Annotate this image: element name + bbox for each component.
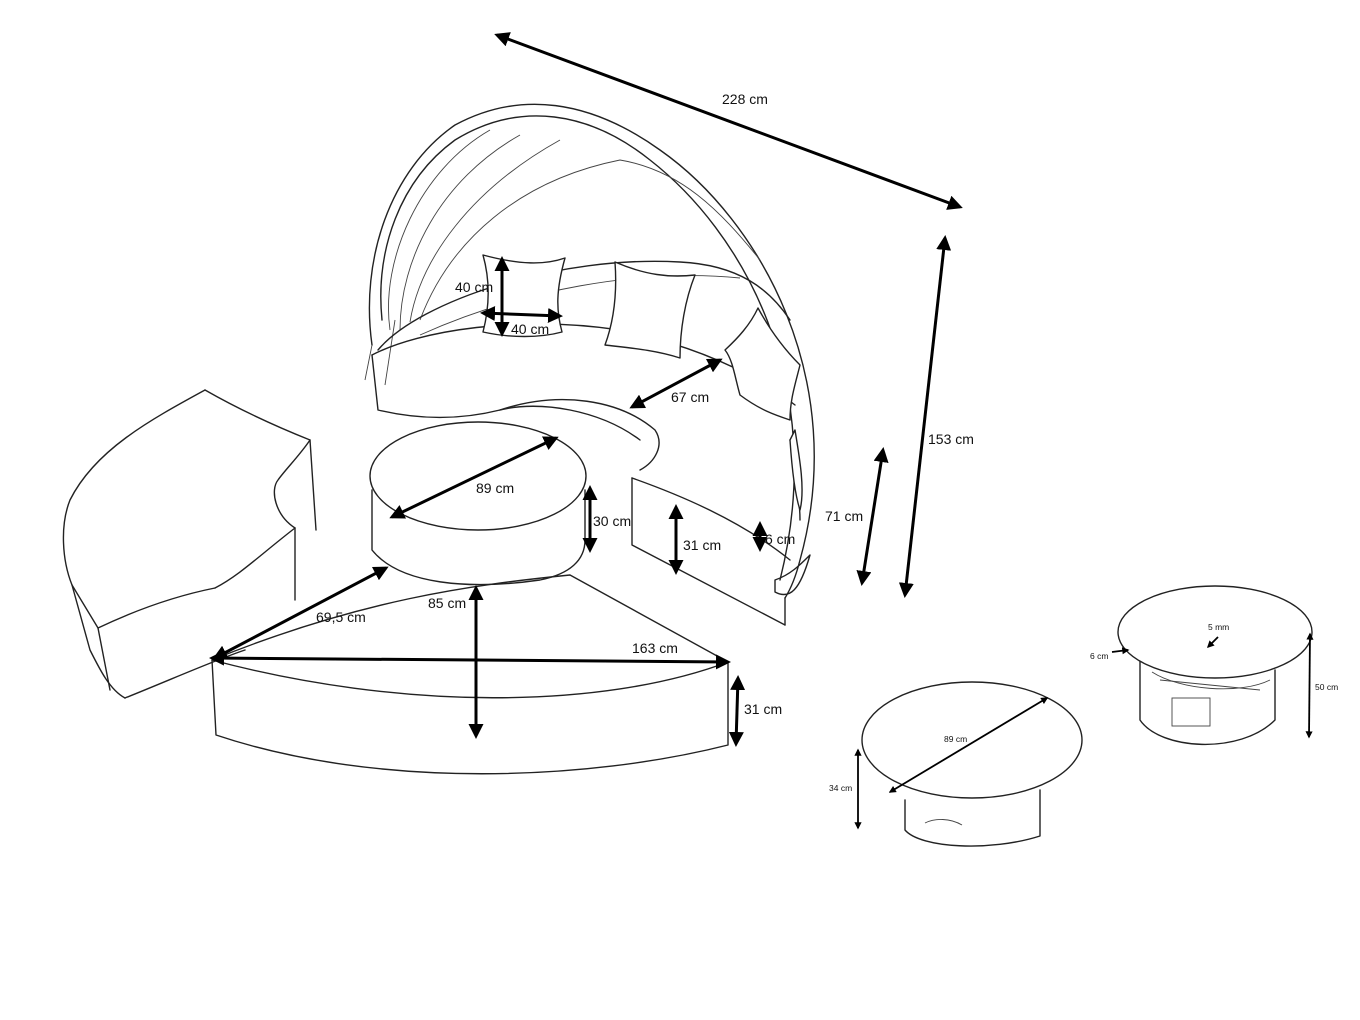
left-segment — [62, 389, 317, 699]
label-table-front-diameter: 89 cm — [944, 734, 967, 744]
label-stool-diameter: 89 cm — [476, 480, 514, 496]
center-stool — [369, 421, 587, 586]
label-segment-height: 31 cm — [744, 701, 782, 717]
label-rim: 6 cm — [1090, 651, 1108, 661]
label-stool-height: 30 cm — [593, 513, 631, 529]
front-segment — [211, 574, 729, 775]
label-total-height: 153 cm — [928, 431, 974, 447]
label-cushion-thickness: 6 cm — [765, 531, 795, 547]
table-front — [854, 681, 1083, 847]
dimension-lines — [209, 32, 963, 747]
label-glass-thickness: 5 mm — [1208, 622, 1229, 632]
label-segment-width: 163 cm — [632, 640, 678, 656]
label-segment-depth: 69,5 cm — [316, 609, 366, 625]
label-total-width: 228 cm — [722, 91, 768, 107]
label-backrest-height: 71 cm — [825, 508, 863, 524]
label-side-height: 31 cm — [683, 537, 721, 553]
dimension-labels: 228 cm 153 cm 40 cm 40 cm 67 cm 71 cm 31… — [316, 91, 1338, 793]
label-table-back-height: 50 cm — [1315, 682, 1338, 692]
label-pillow-height: 40 cm — [455, 279, 493, 295]
label-segment-radius: 85 cm — [428, 595, 466, 611]
label-pillow-width: 40 cm — [511, 321, 549, 337]
table-back — [1111, 585, 1314, 746]
label-table-front-height: 34 cm — [829, 783, 852, 793]
label-seat-depth: 67 cm — [671, 389, 709, 405]
